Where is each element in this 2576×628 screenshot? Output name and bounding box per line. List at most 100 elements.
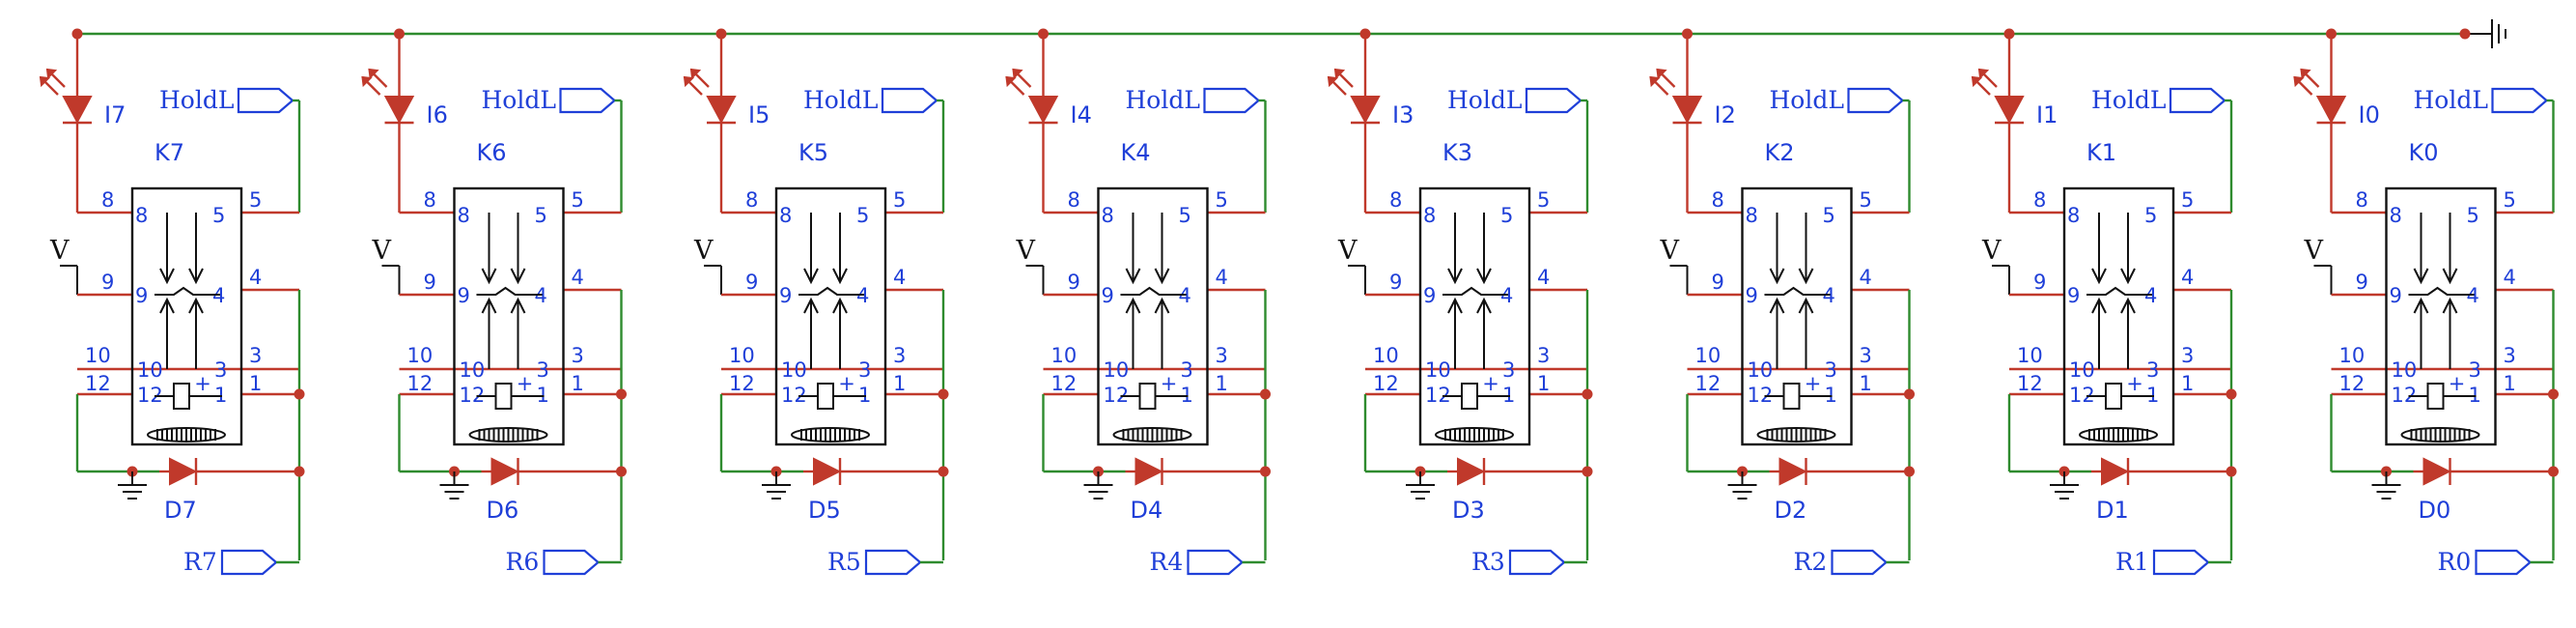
diode-ref-label: D7 — [164, 497, 197, 524]
pin10-outer-label: 10 — [407, 344, 434, 367]
pin3-outer-label: 3 — [2504, 344, 2516, 367]
pin3-outer-label: 3 — [2181, 344, 2194, 367]
light-arrow-head-2 — [1977, 68, 1990, 80]
coil-junction — [1582, 388, 1593, 400]
pin8-outer-label: 8 — [745, 188, 758, 212]
relay-ref-label: K2 — [1765, 139, 1795, 166]
v-net-label: V — [1337, 236, 1358, 266]
contact-no-arrow — [510, 268, 526, 285]
light-arrow-head-2 — [689, 68, 702, 80]
coil-junction — [616, 388, 627, 400]
holdl-port-flag — [559, 87, 617, 114]
pin12-outer-label: 12 — [2017, 372, 2043, 395]
v-net-label: V — [49, 236, 70, 266]
pin5-outer-label: 5 — [2181, 188, 2194, 212]
contact-lower-left-arrow — [803, 297, 819, 314]
pin9-inner-label: 9 — [458, 284, 470, 307]
contact-common-bar — [2086, 286, 2152, 296]
led-ref-label: I2 — [1715, 101, 1736, 128]
coil-junction — [1260, 388, 1271, 400]
light-arrow-head-1 — [1649, 75, 1661, 88]
relay-coil — [2105, 383, 2122, 410]
pin5-inner-label: 5 — [1179, 204, 1191, 227]
contact-lower-right-arrow — [510, 297, 526, 314]
pin3-inner-label: 3 — [1181, 358, 1193, 382]
ground-icon — [1406, 471, 1435, 500]
pin3-outer-label: 3 — [249, 344, 262, 367]
pin10-inner-label: 10 — [2069, 358, 2095, 382]
pin9-inner-label: 9 — [1423, 284, 1436, 307]
pin9-outer-label: 9 — [2033, 271, 2046, 294]
diode-ref-label: D4 — [1131, 497, 1163, 524]
coil-plus-label: + — [2449, 372, 2466, 395]
pin10-outer-label: 10 — [1695, 344, 1722, 367]
contact-lower-right-arrow — [1476, 297, 1492, 314]
contact-common-bar — [476, 286, 543, 296]
led-icon — [706, 96, 737, 125]
contact-lower-left-arrow — [481, 297, 497, 314]
v-net-label: V — [1660, 236, 1680, 266]
relay-base-icon — [1435, 427, 1514, 442]
led-ref-label: I1 — [2036, 101, 2058, 128]
light-arrow-head-1 — [1005, 75, 1017, 88]
relay-coil — [1138, 383, 1157, 410]
reset-port-flag — [1187, 549, 1245, 576]
relay-base-icon — [791, 427, 870, 442]
pin5-outer-label: 5 — [249, 188, 262, 212]
ground-junction — [2459, 28, 2471, 40]
reset-net-label: R1 — [2115, 548, 2149, 576]
pin8-inner-label: 8 — [2390, 204, 2402, 227]
relay-body — [453, 186, 565, 446]
contact-common-bar — [1120, 286, 1187, 296]
pin8-outer-label: 8 — [1712, 188, 1724, 212]
holdl-net-label: HoldL — [1126, 86, 1200, 114]
v-net-label: V — [372, 236, 392, 266]
pin9-outer-label: 9 — [1712, 271, 1724, 294]
relay-ref-label: K5 — [798, 139, 828, 166]
pin5-inner-label: 5 — [2467, 204, 2479, 227]
reset-net-label: R6 — [506, 548, 540, 576]
diode-junction — [938, 466, 949, 477]
pin4-outer-label: 4 — [1216, 266, 1228, 289]
relay-body — [1741, 186, 1853, 446]
relay-ref-label: K3 — [1442, 139, 1472, 166]
pin8-inner-label: 8 — [1423, 204, 1436, 227]
contact-no-arrow — [1476, 268, 1492, 285]
pin8-outer-label: 8 — [101, 188, 114, 212]
contact-no-arrow — [1154, 268, 1170, 285]
pin5-outer-label: 5 — [1216, 188, 1228, 212]
diode-icon — [1134, 457, 1163, 486]
pin12-outer-label: 12 — [407, 372, 434, 395]
holdl-port-flag — [237, 87, 294, 114]
pin5-outer-label: 5 — [1537, 188, 1550, 212]
relay-coil — [173, 383, 190, 410]
contact-no-arrow — [2120, 268, 2136, 285]
pin1-outer-label: 1 — [2181, 372, 2194, 395]
diode-icon — [2101, 457, 2130, 486]
pin8-outer-label: 8 — [2356, 188, 2368, 212]
coil-junction — [2548, 388, 2559, 400]
pin5-outer-label: 5 — [893, 188, 906, 212]
pin9-inner-label: 9 — [1746, 284, 1758, 307]
pin8-outer-label: 8 — [424, 188, 436, 212]
diode-junction — [1582, 466, 1593, 477]
relay-coil — [1461, 383, 1478, 410]
pin9-outer-label: 9 — [1068, 271, 1080, 294]
pin3-inner-label: 3 — [214, 358, 227, 382]
pin5-inner-label: 5 — [1500, 204, 1513, 227]
v-net-label: V — [2304, 236, 2324, 266]
led-icon — [1671, 96, 1703, 125]
contact-lower-left-arrow — [159, 297, 175, 314]
diode-ref-label: D3 — [1452, 497, 1485, 524]
reset-net-label: R5 — [827, 548, 861, 576]
light-arrow-head-1 — [39, 75, 51, 88]
pin8-inner-label: 8 — [135, 204, 148, 227]
holdl-net-label: HoldL — [2414, 86, 2488, 114]
contact-lower-left-arrow — [1447, 297, 1463, 314]
coil-plus-label: + — [1805, 372, 1822, 395]
holdl-port-flag — [881, 87, 938, 114]
relay-base-icon — [468, 427, 548, 442]
